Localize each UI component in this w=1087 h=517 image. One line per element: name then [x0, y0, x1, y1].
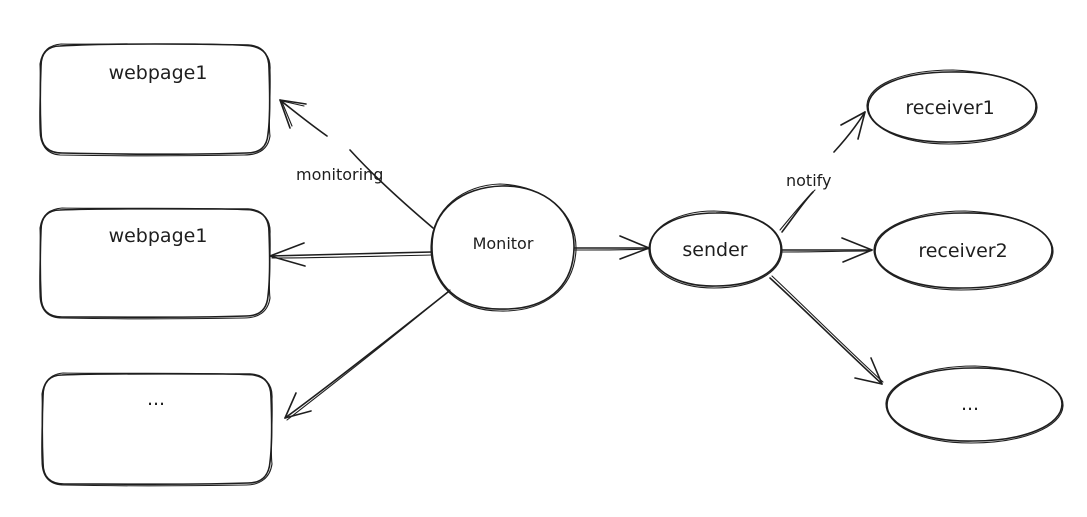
arrow-monitor-to-webpage-3 [284, 289, 451, 421]
webpage-label-2: webpage1 [109, 225, 208, 247]
edge-label-notify: notify [786, 171, 831, 190]
webpage-node-2: webpage1 [39, 207, 271, 320]
arrow-sender-to-receiver-1 [779, 111, 866, 233]
receiver-label-1: receiver1 [905, 97, 994, 119]
webpage-label-1: webpage1 [109, 62, 208, 84]
sender-label: sender [682, 239, 747, 261]
sender-node: sender [648, 210, 783, 289]
arrow-sender-to-receiver-2 [781, 237, 873, 263]
receiver-node-2: receiver2 [873, 210, 1054, 291]
webpage-node-3: ... [41, 372, 273, 487]
receiver-label-3: ... [961, 393, 979, 415]
receiver-node-1: receiver1 [866, 69, 1038, 145]
monitor-label: Monitor [473, 234, 534, 253]
webpage-node-1: webpage1 [39, 43, 271, 157]
arrow-sender-to-receiver-3 [769, 275, 884, 385]
arrow-monitor-to-sender [574, 235, 650, 260]
arrow-monitor-to-webpage-2 [269, 242, 433, 267]
receiver-node-3: ... [885, 365, 1064, 444]
webpage-label-3: ... [147, 388, 165, 410]
receiver-label-2: receiver2 [918, 240, 1007, 262]
edge-label-monitoring: monitoring [296, 165, 383, 184]
monitor-node: Monitor [430, 183, 577, 312]
arrow-monitor-to-webpage-1 [279, 99, 434, 229]
